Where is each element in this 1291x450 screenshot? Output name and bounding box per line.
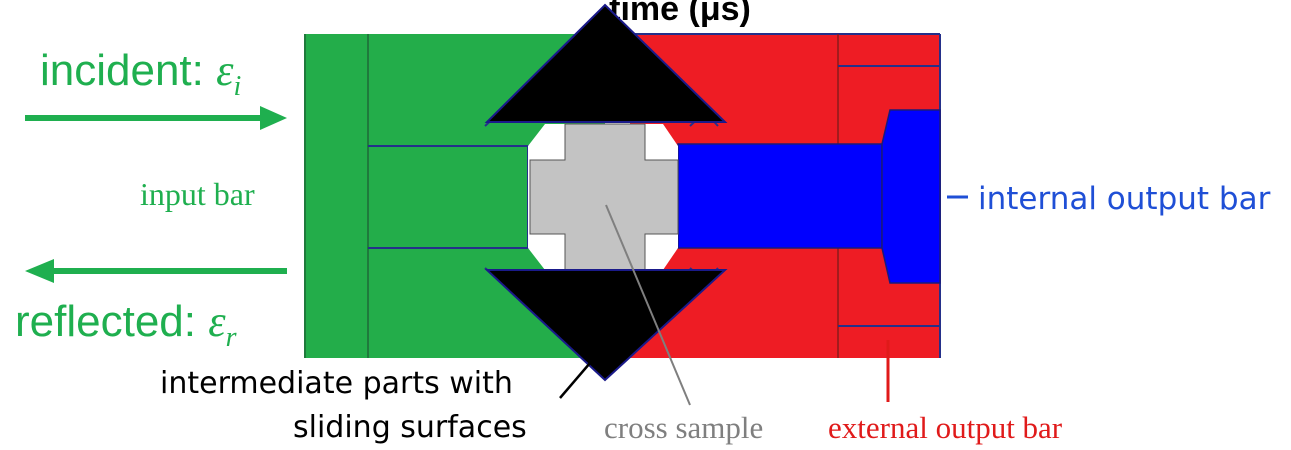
incident-arrow <box>25 106 287 130</box>
intermediate-part-top <box>484 3 728 123</box>
input-bar-label: input bar <box>140 176 255 212</box>
internal-output-bar-label: internal output bar <box>978 181 1271 217</box>
external-output-bar-label: external output bar <box>828 410 1063 445</box>
incident-label: incident: εi <box>40 46 241 102</box>
intermediate-part-bottom <box>484 269 728 382</box>
cut-title: time (μs) <box>609 0 751 28</box>
reflected-arrow <box>25 259 287 283</box>
epsilon-r-symbol: ε <box>208 297 226 346</box>
reflected-label: reflected: εr <box>15 297 237 353</box>
intermediate-parts-label-line1: intermediate parts with <box>160 366 513 401</box>
cross-sample-leader <box>605 204 691 406</box>
cross-sample-label: cross sample <box>604 410 763 445</box>
sample-region <box>528 123 679 271</box>
intermediate-parts-leader <box>559 362 591 399</box>
intermediate-parts-label-line2: sliding surfaces <box>293 410 527 445</box>
internal-output-bar-body <box>677 109 941 284</box>
epsilon-i-symbol: ε <box>216 46 234 95</box>
